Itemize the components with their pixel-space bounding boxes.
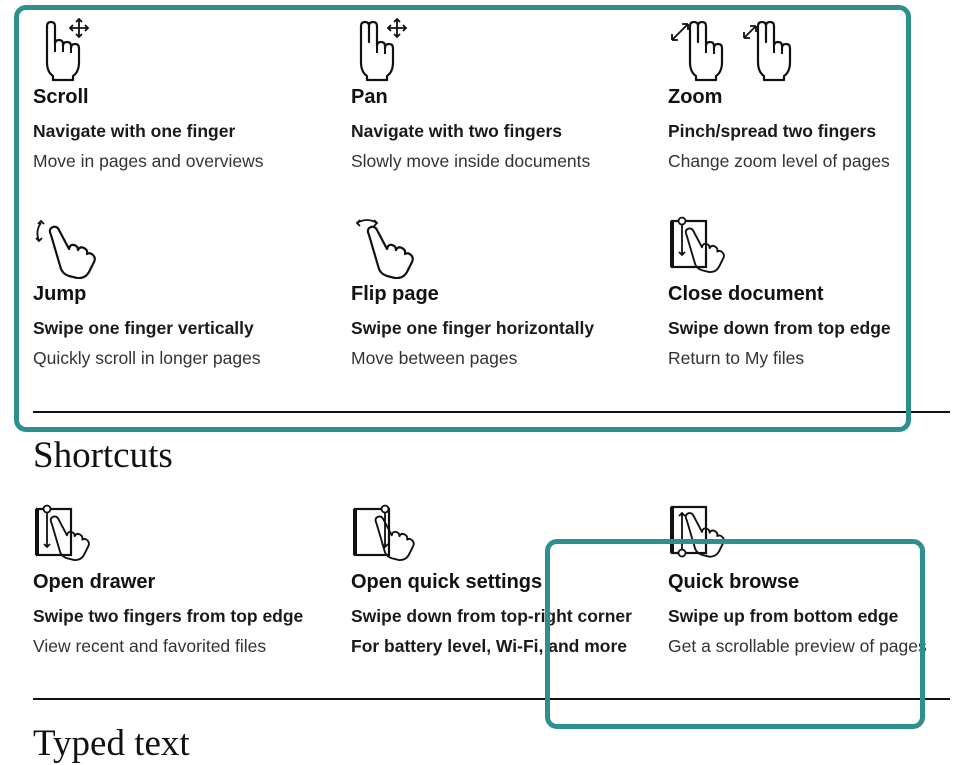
gesture-description: Return to My files bbox=[668, 348, 805, 368]
shortcut-action: Swipe down from top-right corner bbox=[351, 606, 632, 626]
gesture-action: Navigate with one finger bbox=[33, 121, 236, 141]
section-divider bbox=[33, 698, 950, 700]
shortcut-description: View recent and favorited files bbox=[33, 636, 267, 656]
gesture-title: Scroll bbox=[33, 86, 89, 108]
shortcut-description: For battery level, Wi-Fi, and more bbox=[351, 636, 628, 656]
gesture-action: Pinch/spread two fingers bbox=[668, 121, 877, 141]
gesture-title: Flip page bbox=[351, 283, 439, 305]
section-divider bbox=[33, 411, 950, 413]
gesture-description: Move in pages and overviews bbox=[33, 151, 264, 171]
gesture-description: Quickly scroll in longer pages bbox=[33, 348, 261, 368]
shortcuts-heading: Shortcuts bbox=[33, 435, 173, 476]
shortcut-title: Quick browse bbox=[668, 571, 800, 593]
jump-gesture-icon bbox=[33, 215, 97, 279]
typed-text-heading: Typed text bbox=[33, 723, 190, 764]
gesture-title: Zoom bbox=[668, 86, 723, 108]
shortcut-action: Swipe up from bottom edge bbox=[668, 606, 899, 626]
shortcut-description: Get a scrollable preview of pages bbox=[668, 636, 927, 656]
shortcut-title: Open quick settings bbox=[351, 571, 543, 593]
quick-browse-highlight-box bbox=[545, 539, 925, 729]
gesture-action: Navigate with two fingers bbox=[351, 121, 562, 141]
gesture-title: Close document bbox=[668, 283, 824, 305]
close-document-gesture-icon bbox=[668, 215, 732, 279]
flip-page-gesture-icon bbox=[351, 215, 415, 279]
gesture-action: Swipe one finger vertically bbox=[33, 318, 254, 338]
quick-browse-gesture-icon bbox=[668, 503, 732, 567]
shortcut-action: Swipe two fingers from top edge bbox=[33, 606, 304, 626]
pan-gesture-icon bbox=[351, 18, 415, 82]
zoom-gesture-icon bbox=[668, 18, 798, 82]
gesture-description: Slowly move inside documents bbox=[351, 151, 591, 171]
open-drawer-gesture-icon bbox=[33, 503, 97, 567]
shortcut-title: Open drawer bbox=[33, 571, 156, 593]
gesture-action: Swipe down from top edge bbox=[668, 318, 891, 338]
gesture-title: Pan bbox=[351, 86, 388, 108]
gesture-title: Jump bbox=[33, 283, 87, 305]
scroll-gesture-icon bbox=[33, 18, 97, 82]
gesture-description: Move between pages bbox=[351, 348, 518, 368]
quick-settings-gesture-icon bbox=[351, 503, 415, 567]
gesture-action: Swipe one finger horizontally bbox=[351, 318, 595, 338]
gesture-description: Change zoom level of pages bbox=[668, 151, 890, 171]
